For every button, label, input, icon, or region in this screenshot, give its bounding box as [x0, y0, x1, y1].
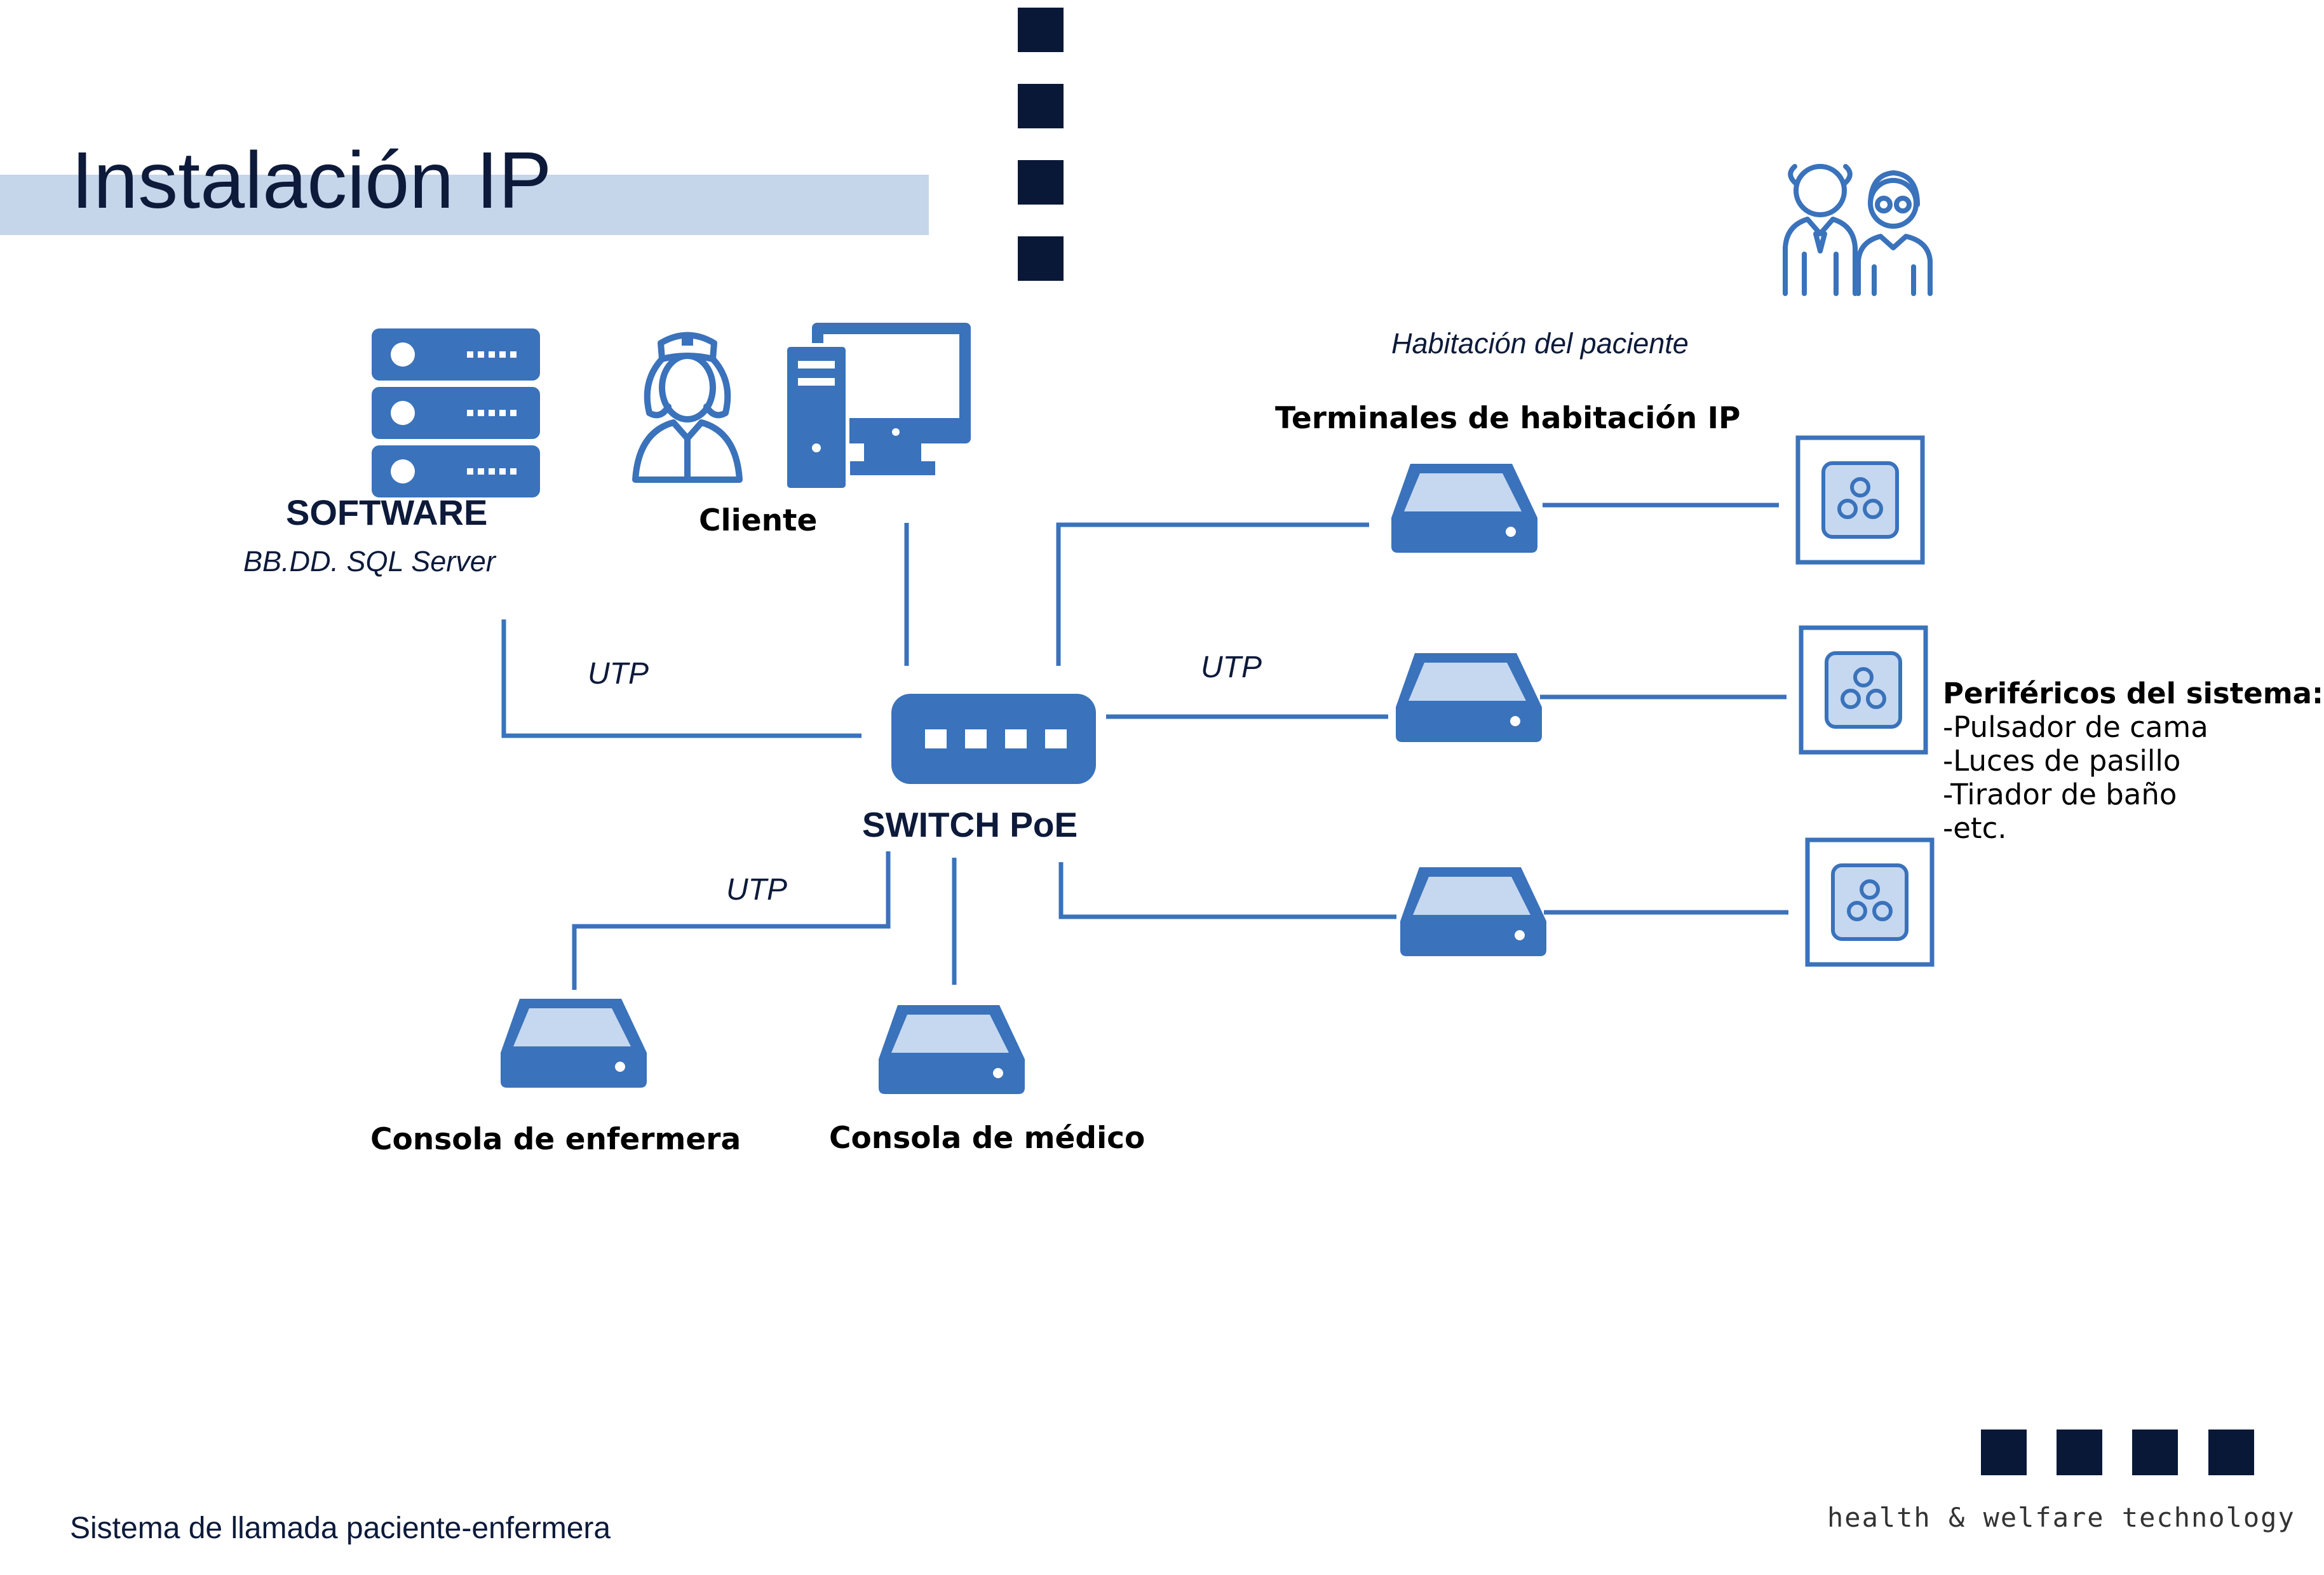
terminal-device-icon	[501, 999, 647, 1088]
terminal-device-icon	[1391, 464, 1537, 553]
switch-label: SWITCH PoE	[862, 805, 1078, 844]
server-icon	[372, 328, 540, 497]
peripheral-button-icon	[1801, 628, 1926, 752]
decor-square	[1981, 1430, 2027, 1475]
room-label: Habitación del paciente	[1391, 327, 1689, 360]
cliente-label: Cliente	[699, 503, 818, 538]
decor-square	[1018, 236, 1064, 281]
doctor-console-label: Consola de médico	[829, 1121, 1145, 1156]
utp-label: UTP	[1201, 651, 1262, 684]
peripherals-list: Periféricos del sistema: -Pulsador de ca…	[1943, 677, 2323, 845]
peripheral-item: -etc.	[1943, 811, 2007, 845]
elderly-couple-icon	[1783, 164, 1933, 296]
footer-system-name: Sistema de llamada paciente-enfermera	[70, 1511, 611, 1545]
nurse-console-label: Consola de enfermera	[370, 1122, 741, 1157]
decor-square	[1018, 8, 1064, 52]
terminal-device-icon	[879, 1005, 1025, 1094]
peripheral-item: -Pulsador de cama	[1943, 710, 2208, 744]
network-switch-icon	[891, 694, 1096, 784]
decor-square	[1018, 160, 1064, 205]
terminal-device-icon	[1396, 653, 1542, 742]
title-band	[0, 175, 929, 235]
utp-label: UTP	[726, 873, 787, 907]
peripheral-button-icon	[1798, 438, 1922, 562]
peripheral-button-icon	[1807, 840, 1932, 964]
terminals-label: Terminales de habitación IP	[1275, 401, 1741, 436]
software-sublabel: BB.DD. SQL Server	[243, 545, 496, 578]
terminal-device-icon	[1400, 867, 1546, 956]
desktop-computer-icon	[783, 323, 971, 492]
page-title: Instalación IP	[71, 135, 552, 225]
decor-square	[2057, 1430, 2102, 1475]
connection-lines	[501, 503, 1788, 990]
peripherals-heading: Periféricos del sistema:	[1943, 677, 2323, 710]
decor-square	[2208, 1430, 2254, 1475]
company-tagline: health & welfare technology	[1827, 1502, 2295, 1533]
peripheral-item: -Tirador de baño	[1943, 778, 2177, 811]
decor-square	[1018, 84, 1064, 128]
nurse-icon	[632, 332, 743, 483]
software-label: SOFTWARE	[286, 492, 488, 532]
peripheral-item: -Luces de pasillo	[1943, 744, 2181, 778]
decor-square	[2132, 1430, 2178, 1475]
utp-label: UTP	[588, 657, 649, 691]
